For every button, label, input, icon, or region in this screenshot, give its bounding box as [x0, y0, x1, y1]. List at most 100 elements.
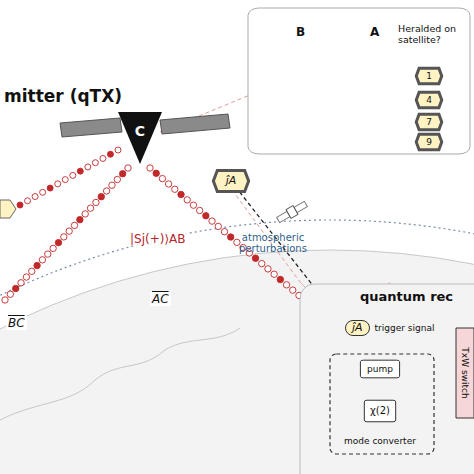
photon-bead [66, 228, 72, 234]
photon-bead [190, 202, 196, 208]
solar-panel [60, 118, 122, 137]
photon-bead [209, 218, 215, 224]
node-text: A [370, 26, 379, 40]
node-text: Heralded on satellite? [398, 24, 464, 46]
photon-bead [40, 189, 46, 195]
photon-bead [77, 168, 83, 174]
photon-bead [271, 271, 277, 277]
photon-bead [119, 171, 125, 177]
earth [0, 250, 474, 474]
photon-bead [2, 297, 8, 303]
node-text: ĵA [345, 320, 370, 337]
hex-marker [0, 200, 16, 218]
node-text: χ(2) [370, 405, 390, 417]
photon-bead [39, 257, 45, 263]
photon-bead [221, 229, 227, 235]
photon-bead [215, 223, 221, 229]
node-text: trigger signal [375, 323, 435, 333]
photon-bead [61, 234, 67, 240]
photon-bead [82, 211, 88, 217]
photon-bead [92, 160, 98, 166]
photon-bead [17, 202, 23, 208]
coastline [0, 328, 240, 420]
mode-converter: mode converter pump χ(2) [330, 354, 434, 454]
photon-bead [283, 282, 289, 288]
callout-hex: 7 [416, 114, 442, 130]
photon-bead [55, 181, 61, 187]
photon-bead [107, 151, 113, 157]
callout-hex: 4 [416, 92, 442, 108]
photon-bead [172, 186, 178, 192]
trigger-hex: ĵA [213, 170, 249, 192]
trigger-bubble: ĵA trigger signal [340, 316, 440, 340]
title-fragment: mitter (qTX) [2, 86, 124, 106]
chi2-box: χ(2) [364, 400, 396, 422]
photon-bead [115, 147, 121, 153]
node-text: quantum rec [360, 290, 453, 305]
photon-bead [178, 191, 184, 197]
photon-bead [252, 255, 258, 261]
photon-bead [114, 176, 120, 182]
photon-bead [47, 185, 53, 191]
photon-bead [290, 287, 296, 293]
photon-bead [103, 188, 109, 194]
photon-bead [70, 172, 76, 178]
photon-bead [34, 262, 40, 268]
node-text: TxW switch [460, 347, 470, 398]
photon-bead [50, 245, 56, 251]
node-text: B [296, 26, 305, 40]
photon-bead [277, 276, 283, 282]
photon-bead [85, 164, 91, 170]
solar-panel [160, 114, 230, 134]
photon-bead [265, 266, 271, 272]
transmitter-satellite: C [118, 112, 162, 164]
photon-bead [184, 197, 190, 203]
photon-bead [71, 222, 77, 228]
satellite-icon [276, 200, 309, 225]
photon-bead [23, 274, 29, 280]
node-text: C [135, 123, 145, 139]
receiver-panel: quantum rec ĵA trigger signal mode converte… [300, 284, 474, 474]
node-text: mode converter [344, 436, 416, 446]
photon-bead [29, 268, 35, 274]
callout-hex: 9 [416, 134, 442, 150]
photon-bead [62, 177, 68, 183]
photon-bead [93, 199, 99, 205]
inset-panel: B A Heralded on satellite? 1 4 7 9 [248, 8, 470, 154]
photon-bead [18, 280, 24, 286]
photon-bead [165, 181, 171, 187]
photon-bead [203, 213, 209, 219]
photon-bead [98, 193, 104, 199]
atmosphere-label: atmospheric perturbations [226, 232, 320, 254]
path-label: BC [6, 316, 27, 330]
photon-bead [32, 194, 38, 200]
node-text: 1 [426, 71, 432, 81]
path-label: AC [150, 292, 171, 306]
photon-bead [45, 251, 51, 257]
atmosphere [0, 220, 474, 474]
pump-box: pump [360, 360, 400, 378]
switch-box: TxW switch [456, 328, 474, 418]
photon-bead [196, 207, 202, 213]
photon-bead [7, 291, 13, 297]
photon-bead [100, 155, 106, 161]
photon-bead [227, 234, 233, 240]
node-text: pump [367, 364, 393, 374]
photon-bead [25, 198, 31, 204]
node-text: 7 [426, 117, 432, 127]
photon-bead [109, 182, 115, 188]
photon-bead [87, 205, 93, 211]
photon-bead [125, 165, 131, 171]
photon-bead [159, 175, 165, 181]
node-text: 4 [426, 95, 432, 105]
node-text: 9 [426, 137, 432, 147]
state-label: |Sj(+)⟩AB [128, 232, 188, 246]
photon-bead [259, 260, 265, 266]
node-text: ĵA [226, 175, 237, 188]
photon-bead [77, 216, 83, 222]
photon-bead [153, 170, 159, 176]
callout-hex: 1 [416, 68, 442, 84]
photon-bead [147, 165, 153, 171]
photon-bead [12, 285, 18, 291]
photon-bead [55, 239, 61, 245]
